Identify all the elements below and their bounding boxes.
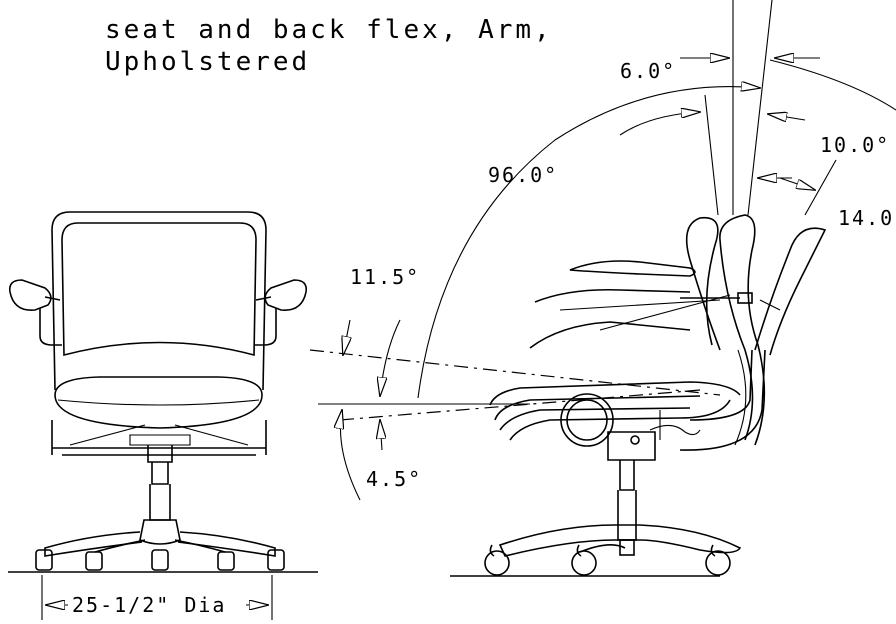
angle-label-96: 96.0° <box>488 163 558 187</box>
angle-label-11-5: 11.5° <box>350 265 420 289</box>
side-view-chair <box>309 0 837 577</box>
title-line-1: seat and back flex, Arm, <box>105 15 553 45</box>
angle-label-4-5: 4.5° <box>366 467 422 491</box>
angle-dimension-lines <box>340 58 896 501</box>
angle-label-14: 14.0° <box>838 206 896 230</box>
title-line-2: Upholstered <box>105 47 310 77</box>
angle-label-10: 10.0° <box>820 133 890 157</box>
base-diameter-label: 25-1/2" Dia <box>72 593 226 617</box>
front-view-chair <box>8 211 318 620</box>
angle-label-6: 6.0° <box>620 59 676 83</box>
